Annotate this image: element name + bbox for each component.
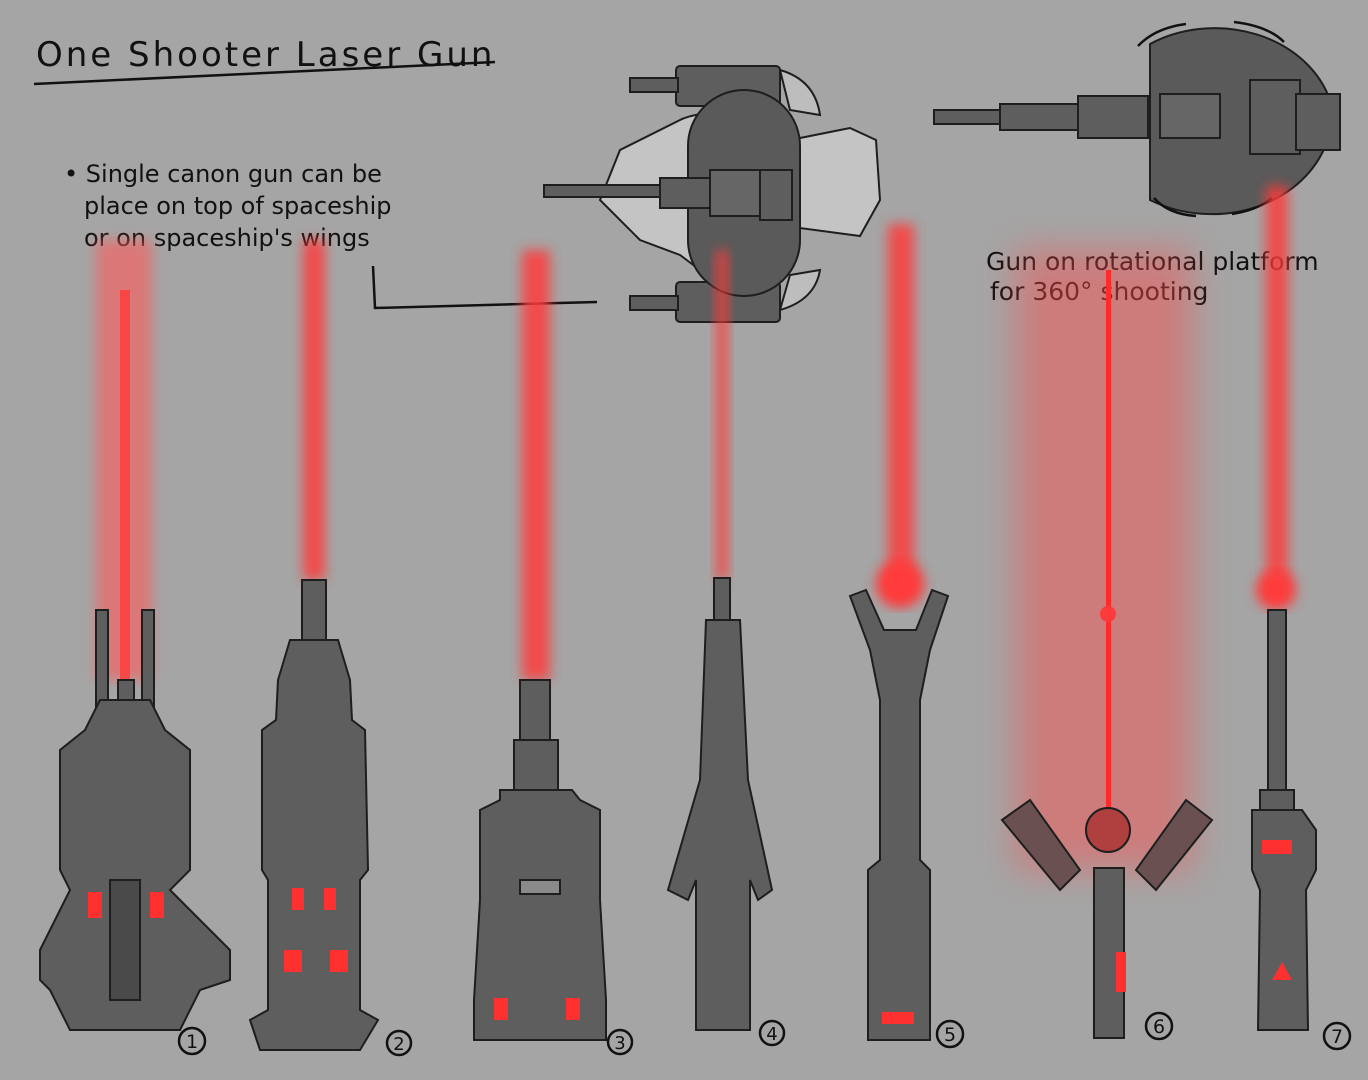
rotation-arrow-top-right: [1233, 20, 1285, 43]
gun-number-badge: 6: [1144, 1011, 1174, 1041]
laser-gun-6: 6: [1000, 250, 1214, 1041]
laser-gun-2: 2: [248, 240, 413, 1057]
gun-number: 5: [944, 1024, 956, 1046]
gun-number: 3: [614, 1033, 625, 1054]
laser-beam: [522, 250, 550, 680]
red-light: [284, 950, 302, 972]
laser-orb: [1256, 570, 1296, 610]
gun-number: 1: [186, 1031, 198, 1053]
red-light: [882, 1012, 914, 1024]
title-underline: [33, 60, 496, 86]
laser-gun-7: 7: [1251, 186, 1352, 1051]
laser-gun-1: 1: [39, 240, 231, 1056]
rotation-arrow-bottom-left: [1153, 197, 1197, 218]
red-light: [1272, 962, 1292, 980]
gun-number-badge: 4: [758, 1019, 786, 1047]
laser-gun-4: 4: [666, 250, 786, 1047]
gun-number: 6: [1153, 1016, 1165, 1038]
note-left-line-2: place on top of spaceship: [84, 192, 391, 220]
red-light: [88, 892, 102, 918]
laser-beam: [303, 240, 325, 580]
gun-number-badge: 7: [1322, 1021, 1352, 1051]
red-light: [150, 892, 164, 918]
red-light: [1116, 952, 1126, 992]
gun-number-badge: 1: [177, 1026, 207, 1056]
rotating-turret-top-view: [933, 20, 1341, 218]
page-title: One Shooter Laser Gun: [36, 35, 495, 75]
red-light: [566, 998, 580, 1020]
laser-beam: [888, 224, 914, 594]
red-light: [494, 998, 508, 1020]
red-light: [330, 950, 348, 972]
laser-beam-wide: [1016, 250, 1192, 870]
gun-number-badge: 2: [385, 1029, 413, 1057]
note-left-line-1: • Single canon gun can be: [64, 160, 382, 188]
laser-beam: [1266, 186, 1288, 586]
gun-number-badge: 5: [935, 1019, 965, 1049]
red-light: [1262, 840, 1292, 854]
red-light: [292, 888, 304, 910]
gun-number: 7: [1331, 1026, 1343, 1048]
rotation-arrow-top-left: [1137, 22, 1187, 47]
red-light: [324, 888, 336, 910]
laser-beam: [716, 250, 728, 580]
laser-gun-3: 3: [473, 250, 634, 1056]
gun-number-badge: 3: [606, 1028, 634, 1056]
laser-orb: [876, 560, 924, 608]
gun-number: 2: [393, 1034, 404, 1055]
spaceship-top-view: [543, 65, 882, 323]
laser-gun-5: 5: [848, 224, 965, 1049]
leader-line: [371, 265, 598, 310]
gun-number: 4: [766, 1024, 777, 1045]
